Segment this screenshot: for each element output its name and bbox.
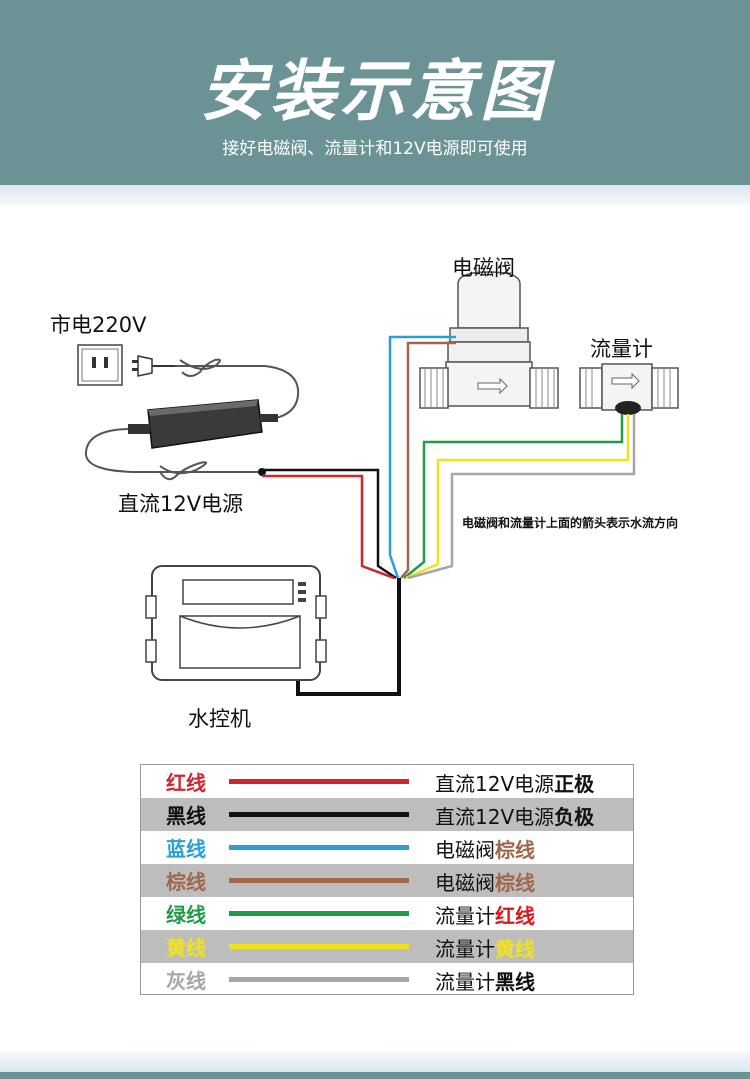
flowmeter-label: 流量计 xyxy=(590,337,653,361)
flow-meter-icon xyxy=(579,363,679,415)
legend-wire-swatch xyxy=(229,812,409,817)
legend-wire-swatch xyxy=(229,878,409,883)
legend-wire-desc: 直流12V电源负极 xyxy=(435,805,595,829)
wall-socket-icon xyxy=(77,344,123,386)
dc-power-label: 直流12V电源 xyxy=(118,492,244,516)
legend-wire-desc: 电磁阀棕线 xyxy=(435,871,535,895)
water-direction-note: 电磁阀和流量计上面的箭头表示水流方向 xyxy=(462,516,679,530)
wiring-diagram xyxy=(77,271,679,696)
wire-color-legend: 红线 直流12V电源正极 黑线 直流12V电源负极 蓝线 电磁阀棕线 棕线 电磁… xyxy=(140,764,634,995)
controller-label: 水控机 xyxy=(188,707,251,731)
legend-wire-swatch xyxy=(229,977,409,982)
mains-label: 市电220V xyxy=(50,313,147,337)
legend-wire-name: 红线 xyxy=(166,771,206,795)
legend-wire-name: 黑线 xyxy=(166,804,206,828)
legend-wire-swatch xyxy=(229,779,409,784)
legend-wire-desc: 电磁阀棕线 xyxy=(435,838,535,862)
legend-wire-swatch xyxy=(229,911,409,916)
power-plug-icon xyxy=(132,355,175,377)
legend-wire-name: 灰线 xyxy=(166,969,206,993)
footer-gradient-band xyxy=(0,1052,750,1072)
solenoid-valve-icon xyxy=(419,271,559,409)
valve-label: 电磁阀 xyxy=(452,256,515,280)
header-banner: 安装示意图 接好电磁阀、流量计和12V电源即可使用 xyxy=(0,0,750,185)
legend-wire-swatch xyxy=(229,845,409,850)
header-gradient-band xyxy=(0,185,750,205)
legend-wire-desc: 流量计红线 xyxy=(435,904,535,928)
legend-wire-desc: 流量计黑线 xyxy=(435,970,535,994)
page-subtitle: 接好电磁阀、流量计和12V电源即可使用 xyxy=(222,139,528,159)
legend-wire-name: 蓝线 xyxy=(166,837,206,861)
legend-row-brown: 棕线 电磁阀棕线 xyxy=(141,864,633,897)
legend-wire-swatch xyxy=(229,944,409,949)
legend-row-yellow: 黄线 流量计黄线 xyxy=(141,930,633,963)
footer-bar xyxy=(0,1072,750,1079)
dc-adapter-icon xyxy=(128,399,278,449)
legend-row-gray: 灰线 流量计黑线 xyxy=(141,963,633,996)
page-title: 安装示意图 xyxy=(200,53,550,130)
water-controller-icon xyxy=(145,565,327,681)
legend-row-blue: 蓝线 电磁阀棕线 xyxy=(141,831,633,864)
legend-wire-desc: 流量计黄线 xyxy=(435,937,535,961)
legend-wire-name: 黄线 xyxy=(166,936,206,960)
legend-row-green: 绿线 流量计红线 xyxy=(141,897,633,930)
legend-wire-name: 棕线 xyxy=(166,870,206,894)
legend-row-red: 红线 直流12V电源正极 xyxy=(141,765,633,798)
legend-wire-desc: 直流12V电源正极 xyxy=(435,772,595,796)
legend-row-black: 黑线 直流12V电源负极 xyxy=(141,798,633,831)
legend-wire-name: 绿线 xyxy=(166,903,206,927)
